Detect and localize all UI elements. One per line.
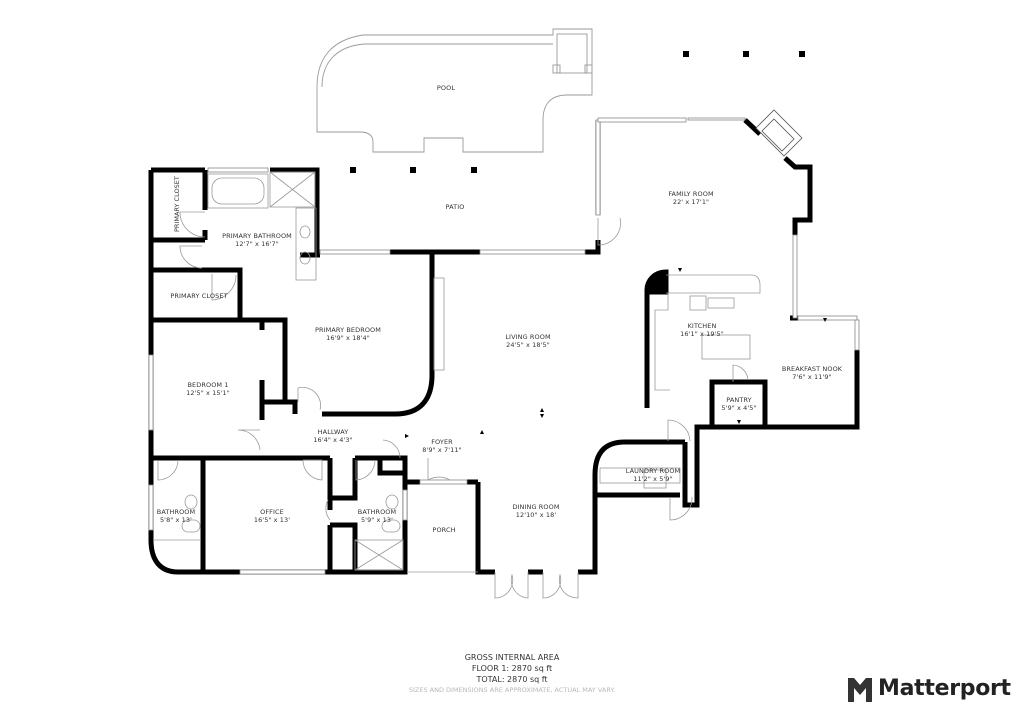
area-disclaimer: SIZES AND DIMENSIONS ARE APPROXIMATE, AC…: [408, 686, 616, 694]
room-name: PRIMARY BEDROOM: [315, 326, 381, 334]
doors: [157, 211, 749, 599]
room-name: PORCH: [432, 526, 456, 534]
room-label-breakfast-nook: BREAKFAST NOOK 7'6" x 11'9": [782, 365, 842, 381]
walls: [148, 118, 860, 575]
room-dimensions: 12'7" x 16'7": [235, 240, 279, 248]
area-total: TOTAL: 2870 sq ft: [476, 675, 548, 684]
brand-logo: Matterport: [848, 676, 1011, 701]
room-dimensions: 16'5" x 13': [253, 516, 291, 524]
room-label-patio: PATIO: [446, 203, 465, 211]
room-dimensions: 5'9" x 4'5": [721, 404, 757, 412]
room-dimensions: 16'4" x 4'3": [313, 436, 353, 444]
room-dimensions: 16'1" x 19'5": [680, 330, 724, 338]
room-label-primary-bedroom: PRIMARY BEDROOM 16'9" x 18'4": [315, 326, 381, 342]
room-name: KITCHEN: [687, 322, 717, 330]
room-name: OFFICE: [260, 508, 284, 516]
measure-markers: [405, 268, 827, 438]
room-name: PRIMARY BATHROOM: [222, 232, 292, 240]
room-dimensions: 11'2" x 5'9": [633, 475, 673, 483]
room-label-dining-room: DINING ROOM 12'10" x 18': [512, 503, 559, 519]
room-name: HALLWAY: [317, 428, 349, 436]
room-label-hallway: HALLWAY 16'4" x 4'3": [313, 428, 352, 444]
room-label-bathroom-2: BATHROOM 5'9" x 13': [358, 508, 396, 524]
room-name: BATHROOM: [357, 508, 397, 516]
room-label-foyer: FOYER 8'9" x 7'11": [422, 438, 461, 454]
room-label-family-room: FAMILY ROOM 22' x 17'1": [668, 190, 713, 206]
room-dimensions: 24'5" x 18'5": [506, 341, 550, 349]
room-name: PANTRY: [726, 396, 752, 404]
room-name: BEDROOM 1: [187, 381, 229, 389]
room-dimensions: 12'5" x 15'1": [186, 389, 230, 397]
room-label-bathroom-1: BATHROOM 5'8" x 13': [157, 508, 195, 524]
room-name: FOYER: [431, 438, 453, 446]
room-label-kitchen: KITCHEN 16'1" x 19'5": [680, 322, 724, 338]
pool-outline: [316, 28, 593, 153]
room-dimensions: 22' x 17'1": [672, 198, 710, 206]
room-dimensions: 5'9" x 13': [360, 516, 394, 524]
room-name: POOL: [436, 84, 456, 92]
room-name: LIVING ROOM: [505, 333, 551, 341]
room-label-primary-closet: PRIMARY CLOSET: [170, 292, 227, 300]
fireplace: [755, 109, 803, 157]
windows: [148, 117, 860, 575]
room-label-primary-bathroom: PRIMARY BATHROOM 12'7" x 16'7": [222, 232, 292, 248]
room-name: LAUNDRY ROOM: [625, 467, 681, 475]
area-heading: GROSS INTERNAL AREA: [464, 653, 560, 662]
room-name: DINING ROOM: [512, 503, 560, 511]
room-label-primary-closet-vertical: PRIMARY CLOSET: [173, 176, 181, 232]
room-label-pantry: PANTRY 5'9" x 4'5": [721, 396, 756, 412]
patio-posts: [350, 51, 805, 173]
room-label-bedroom-1: BEDROOM 1 12'5" x 15'1": [186, 381, 230, 397]
room-name: PRIMARY CLOSET: [170, 292, 228, 300]
room-dimensions: 16'9" x 18'4": [326, 334, 370, 342]
fixtures: [153, 171, 761, 571]
room-label-pool: POOL: [437, 84, 455, 92]
room-dimensions: 7'6" x 11'9": [792, 373, 832, 381]
area-summary: GROSS INTERNAL AREA FLOOR 1: 2870 sq ft …: [0, 652, 1024, 696]
matterport-logo-icon: [848, 678, 872, 702]
area-floor-1: FLOOR 1: 2870 sq ft: [471, 664, 553, 673]
room-label-laundry-room: LAUNDRY ROOM 11'2" x 5'9": [626, 467, 681, 483]
brand-name: Matterport: [878, 676, 1011, 701]
room-label-living-room: LIVING ROOM 24'5" x 18'5": [505, 333, 550, 349]
room-dimensions: 12'10" x 18': [515, 511, 557, 519]
room-dimensions: 8'9" x 7'11": [422, 446, 462, 454]
room-label-porch: PORCH: [432, 526, 455, 534]
room-name: BATHROOM: [156, 508, 196, 516]
room-dimensions: 5'8" x 13': [159, 516, 193, 524]
room-name: FAMILY ROOM: [668, 190, 714, 198]
room-name: PATIO: [445, 203, 465, 211]
room-label-office: OFFICE 16'5" x 13': [254, 508, 290, 524]
room-name: BREAKFAST NOOK: [781, 365, 843, 373]
